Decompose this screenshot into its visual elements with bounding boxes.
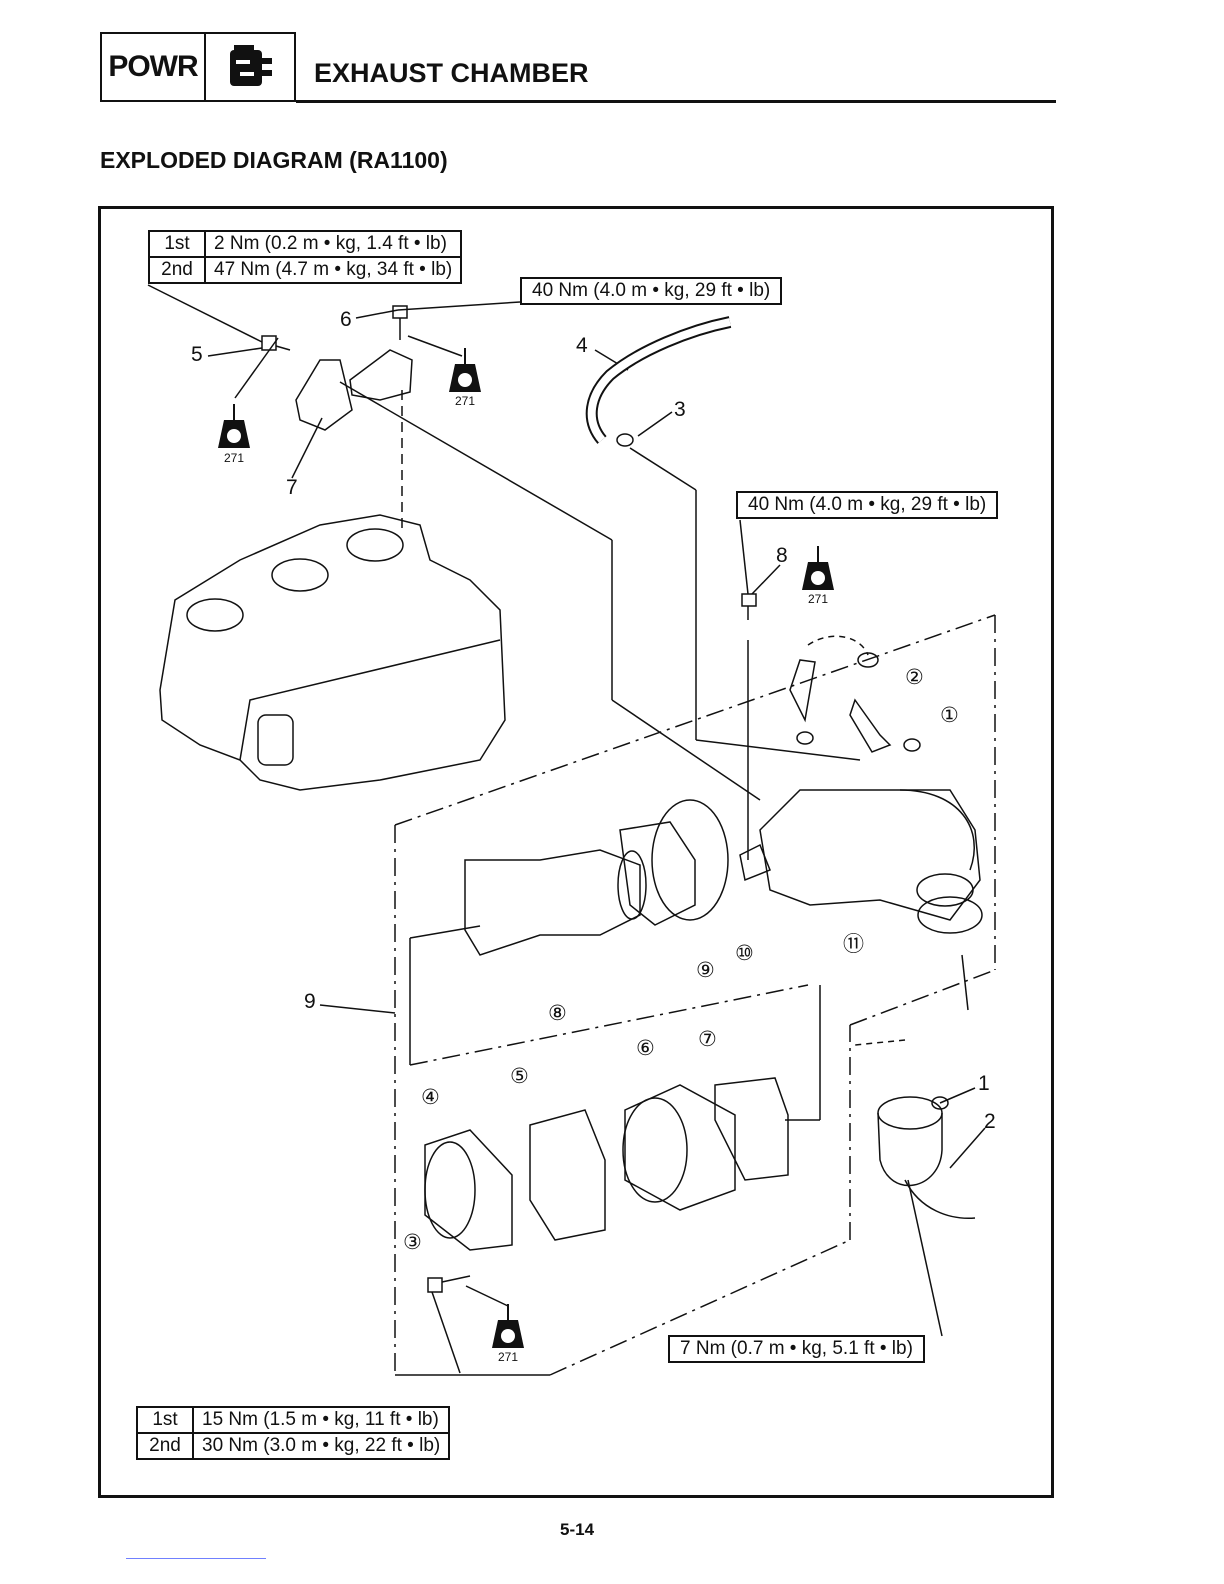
torque-stage: 2nd xyxy=(136,1432,194,1460)
gasket xyxy=(529,1109,606,1241)
leader-line xyxy=(147,284,263,343)
leader-line xyxy=(739,519,749,595)
section-code: POWR xyxy=(102,34,206,100)
water-hose xyxy=(585,316,732,444)
callout-sub-3: ③ xyxy=(403,1231,422,1254)
torque-spec-right: 40 Nm (4.0 m • kg, 29 ft • lb) xyxy=(736,491,999,519)
diagram-frame xyxy=(98,206,1054,1498)
flange xyxy=(424,1129,513,1251)
loctite-icon xyxy=(802,546,834,590)
torque-value: 2 Nm (0.2 m • kg, 1.4 ft • lb) xyxy=(203,230,463,258)
leader-line xyxy=(397,301,521,311)
callout-part-2: 2 xyxy=(984,1110,996,1133)
leader-line xyxy=(207,347,263,357)
callout-part-7: 7 xyxy=(286,476,298,499)
callout-part-1: 1 xyxy=(978,1072,990,1095)
title-underline xyxy=(296,100,1056,103)
torque-stage: 2nd xyxy=(148,256,206,284)
leader-line xyxy=(949,1127,986,1169)
callout-part-5: 5 xyxy=(191,343,203,366)
leader-line xyxy=(431,1291,461,1374)
footer-rule xyxy=(126,1558,266,1559)
torque-stage: 1st xyxy=(136,1406,194,1434)
bolt xyxy=(427,1277,443,1293)
small-hose xyxy=(789,659,816,723)
leader-line xyxy=(319,1004,396,1014)
section-header-box: POWR xyxy=(100,32,296,102)
threadlock-grade: 271 xyxy=(497,1350,519,1364)
callout-sub-9: ⑨ xyxy=(696,959,715,982)
callout-part-6: 6 xyxy=(340,308,352,331)
loctite-icon xyxy=(492,1304,524,1348)
bolt xyxy=(261,335,277,351)
engine-power-icon xyxy=(206,34,294,100)
threadlock-grade: 271 xyxy=(807,592,829,606)
callout-sub-4: ④ xyxy=(421,1086,440,1109)
exhaust-chamber xyxy=(759,789,981,921)
hose-clamp xyxy=(931,1096,949,1110)
loctite-icon xyxy=(218,404,250,448)
gasket xyxy=(651,799,729,921)
gasket xyxy=(619,821,696,926)
callout-sub-10: ⑩ xyxy=(735,942,754,965)
leader-line xyxy=(291,417,323,479)
torque-spec-top-right: 40 Nm (4.0 m • kg, 29 ft • lb) xyxy=(520,277,783,305)
torque-spec-table-bottom-left: 1st 15 Nm (1.5 m • kg, 11 ft • lb) 2nd 3… xyxy=(136,1406,451,1460)
leader-line xyxy=(355,309,399,319)
callout-sub-5: ⑤ xyxy=(510,1065,529,1088)
callout-sub-11: ⑪ xyxy=(843,933,864,956)
callout-part-8: 8 xyxy=(776,544,788,567)
page-number: 5-14 xyxy=(560,1520,595,1539)
threadlock-grade: 271 xyxy=(223,451,245,465)
leader-line xyxy=(939,1087,976,1104)
callout-sub-8: ⑧ xyxy=(548,1002,567,1025)
torque-value: 30 Nm (3.0 m • kg, 22 ft • lb) xyxy=(191,1432,451,1460)
torque-value: 47 Nm (4.7 m • kg, 34 ft • lb) xyxy=(203,256,463,284)
torque-spec-table-top-left: 1st 2 Nm (0.2 m • kg, 1.4 ft • lb) 2nd 4… xyxy=(148,230,463,284)
hose-clamp xyxy=(616,433,634,447)
callout-part-3: 3 xyxy=(674,398,686,421)
torque-row: 1st 2 Nm (0.2 m • kg, 1.4 ft • lb) xyxy=(148,230,463,258)
page-title: EXHAUST CHAMBER xyxy=(314,58,589,88)
coupling xyxy=(624,1084,736,1211)
torque-row: 2nd 30 Nm (3.0 m • kg, 22 ft • lb) xyxy=(136,1432,451,1460)
callout-sub-6: ⑥ xyxy=(636,1037,655,1060)
leader-line xyxy=(751,564,781,595)
exhaust-pipe-holder xyxy=(295,359,353,431)
leader-line xyxy=(907,1179,943,1337)
torque-row: 1st 15 Nm (1.5 m • kg, 11 ft • lb) xyxy=(136,1406,451,1434)
bolt xyxy=(741,593,757,607)
gasket xyxy=(714,1077,789,1181)
engine-block xyxy=(159,514,506,791)
leader-line xyxy=(637,411,673,437)
callout-part-9: 9 xyxy=(304,990,316,1013)
loctite-icon xyxy=(449,348,481,392)
callout-part-4: 4 xyxy=(576,334,588,357)
threadlock-grade: 271 xyxy=(454,394,476,408)
bolt xyxy=(392,305,408,319)
callout-sub-1: ① xyxy=(940,704,959,727)
torque-stage: 1st xyxy=(148,230,206,258)
diagram-subtitle: EXPLODED DIAGRAM (RA1100) xyxy=(100,147,448,173)
callout-sub-2: ② xyxy=(905,666,924,689)
chamber-body xyxy=(464,849,641,956)
torque-spec-bottom-right: 7 Nm (0.7 m • kg, 5.1 ft • lb) xyxy=(668,1335,925,1363)
torque-value: 15 Nm (1.5 m • kg, 11 ft • lb) xyxy=(191,1406,451,1434)
torque-row: 2nd 47 Nm (4.7 m • kg, 34 ft • lb) xyxy=(148,256,463,284)
callout-sub-7: ⑦ xyxy=(698,1028,717,1051)
